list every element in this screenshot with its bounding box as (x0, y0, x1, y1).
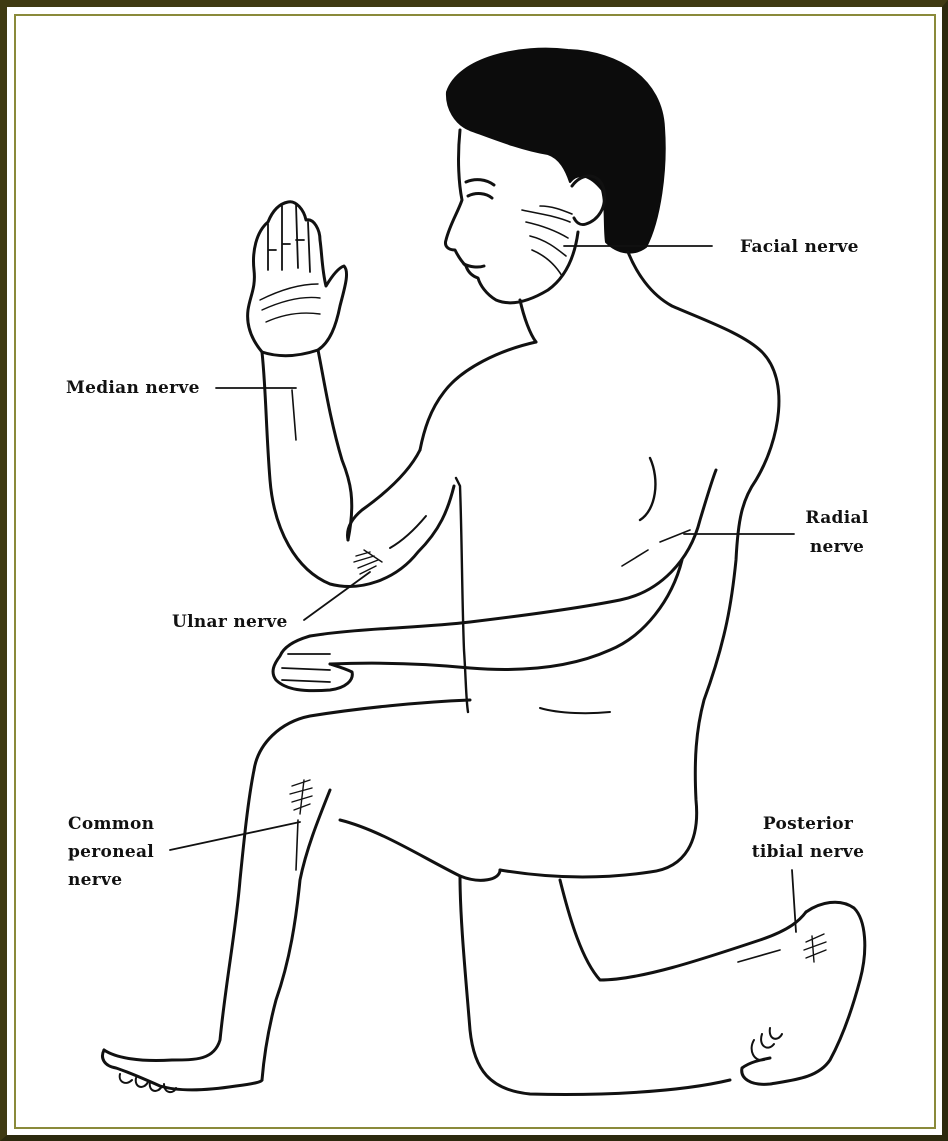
label-radial-nerve-line2: nerve (802, 536, 872, 558)
label-facial-nerve: Facial nerve (740, 236, 859, 258)
common-peroneal-nerve-mark (290, 780, 312, 814)
eyebrow (466, 180, 494, 185)
kneeling-thigh-lower (460, 876, 730, 1094)
forearm-back (318, 350, 352, 540)
kneeling-foot (742, 902, 865, 1084)
kneeling-shin (560, 880, 806, 980)
mouth (464, 264, 484, 267)
tibial-nerve-line (738, 950, 780, 962)
lower-hand-fingers (282, 654, 330, 682)
front-thigh-top (254, 700, 470, 770)
eye (468, 194, 492, 198)
label-ulnar-nerve: Ulnar nerve (172, 611, 288, 633)
label-median-nerve: Median nerve (66, 377, 200, 399)
common-peroneal-leader (170, 822, 300, 850)
front-shin-front (262, 790, 330, 1080)
label-posterior-tibial-line2: tibial nerve (736, 841, 880, 863)
neck-front (520, 300, 536, 342)
leader-lines (170, 246, 796, 932)
neck-back-and-shoulder (500, 252, 779, 877)
median-nerve-palm-lines (260, 284, 320, 322)
label-common-peroneal-line1: Common (68, 813, 154, 835)
back-shoulder-blade (640, 458, 655, 520)
arm-across-lower (330, 560, 682, 669)
elbow-crease (390, 516, 426, 548)
label-common-peroneal-line3: nerve (68, 869, 122, 891)
hair-shape (447, 49, 665, 253)
facial-nerve-branches (522, 206, 572, 276)
front-foot-toes (120, 1074, 176, 1092)
posterior-tibial-nerve-mark (804, 934, 826, 962)
upper-arm-outer (348, 450, 420, 540)
trunk-chest-line (420, 342, 536, 450)
median-nerve-wrist-line (292, 390, 296, 440)
label-radial-nerve-line1: Radial (802, 507, 872, 529)
ulnar-nerve-mark (354, 550, 382, 574)
kneeling-thigh-front (340, 820, 500, 880)
peroneal-nerve-line (296, 820, 298, 870)
hip-line (540, 708, 610, 713)
label-common-peroneal-line2: peroneal (68, 841, 154, 863)
kneeling-foot-toes (752, 1028, 782, 1060)
ulnar-nerve-leader (304, 572, 370, 620)
label-posterior-tibial-line1: Posterior (736, 813, 880, 835)
spine-line (456, 478, 468, 712)
